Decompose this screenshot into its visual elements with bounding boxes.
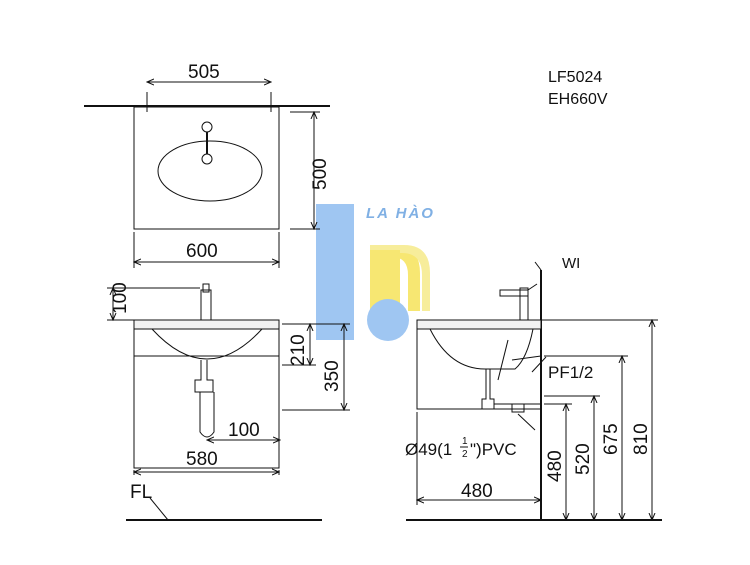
dim-label-675: 675 xyxy=(601,423,622,455)
supply-label: PF1/2 xyxy=(548,363,593,382)
model-code-eh660v: EH660V xyxy=(548,91,608,108)
dim-label-210: 210 xyxy=(288,334,309,366)
dim-label-520: 520 xyxy=(573,443,594,475)
side-supply-hose xyxy=(497,339,509,381)
front-view xyxy=(107,283,350,521)
dim-label-810: 810 xyxy=(631,423,652,455)
front-faucet-body xyxy=(200,289,212,321)
dim-label-100-vertical: 100 xyxy=(110,282,131,314)
front-faucet-handle xyxy=(202,283,210,293)
front-basin-bowl xyxy=(151,328,263,360)
side-view xyxy=(406,261,662,521)
dim-label-500: 500 xyxy=(310,158,331,190)
drain-label-suffix: ")PVC xyxy=(470,440,517,459)
drain-label-prefix: Ø49(1 xyxy=(405,440,452,459)
top-view xyxy=(84,82,330,268)
drain-label-frac-bottom: 2 xyxy=(462,449,468,460)
dim-label-480-horizontal: 480 xyxy=(461,481,493,502)
basin-oval xyxy=(157,140,263,202)
wall-leader xyxy=(534,261,542,271)
floor-label: FL xyxy=(130,482,152,503)
side-faucet-spout xyxy=(499,289,529,297)
side-trap xyxy=(481,369,495,410)
floor-leader xyxy=(149,497,169,521)
drain-circle xyxy=(201,153,213,165)
front-cabinet xyxy=(133,328,280,469)
logo-text: LA HÀO xyxy=(366,205,435,222)
wall-label: WI xyxy=(562,255,580,272)
faucet-hole xyxy=(201,121,213,133)
model-code-lf5024: LF5024 xyxy=(548,69,602,86)
side-supply-pipe xyxy=(511,355,542,361)
side-drain-elbow xyxy=(494,403,525,413)
supply-leader xyxy=(531,356,547,373)
dim-label-350: 350 xyxy=(322,360,343,392)
front-trap-pipe xyxy=(199,392,215,438)
side-countertop xyxy=(416,319,542,330)
dim-label-580: 580 xyxy=(186,449,218,470)
logo-blue-bar xyxy=(316,204,354,340)
side-faucet-body xyxy=(519,287,529,321)
model-labels: LF5024 EH660V xyxy=(548,69,608,108)
side-faucet-lever xyxy=(527,283,538,291)
drain-label: Ø49(1 1 2 ")PVC xyxy=(405,436,517,460)
logo-yellow-arc xyxy=(370,245,420,311)
side-basin-bowl xyxy=(429,328,534,370)
top-countertop xyxy=(133,106,280,230)
side-cabinet xyxy=(416,328,542,410)
drain-label-frac-top: 1 xyxy=(462,436,468,447)
watermark-logo: LA HÀO xyxy=(316,204,435,341)
logo-blue-circle xyxy=(367,299,409,341)
dim-label-505: 505 xyxy=(188,62,220,83)
front-countertop xyxy=(133,319,280,330)
front-trap-top xyxy=(194,360,214,393)
dim-label-600: 600 xyxy=(186,241,218,262)
dim-label-480-vertical: 480 xyxy=(545,450,566,482)
dim-label-100-horizontal: 100 xyxy=(228,420,260,441)
drain-leader xyxy=(517,413,536,431)
